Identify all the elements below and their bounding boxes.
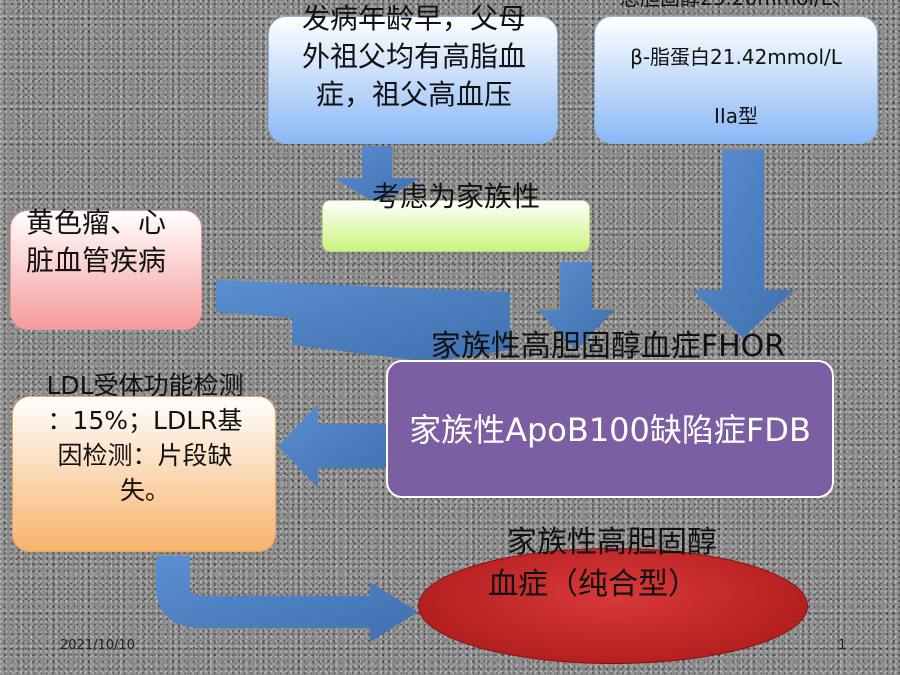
- fdb-box: [386, 360, 834, 498]
- homozygous-line-2: 血症（纯合型）: [488, 567, 698, 602]
- homozygous-line-1: 家族性高胆固醇: [507, 525, 717, 560]
- lab-beta-lipoprotein: β-脂蛋白21.42mmol/L: [630, 45, 842, 69]
- family-history-box: [268, 16, 558, 144]
- arrow-fdb-to-ldl: [278, 404, 390, 488]
- footer-page-number: 1: [838, 638, 847, 653]
- xanthoma-line: 黄色瘤、心: [26, 206, 167, 239]
- lab-results-box: [594, 16, 878, 144]
- arrow-ldl-to-homozygous: [156, 556, 418, 642]
- fdb-label: 家族性ApoB100缺陷症FDB: [409, 411, 811, 449]
- xanthoma-text: 黄色瘤、心 脏血管疾病: [26, 204, 194, 280]
- arrow-xanthoma-to-fhor: [216, 280, 510, 362]
- arrow-family-to-fhor: [538, 262, 614, 350]
- family-history-line: 发病年龄早，父母: [301, 2, 526, 35]
- ldl-line: ：15%；LDLR基: [47, 406, 243, 435]
- xanthoma-line: 脏血管疾病: [26, 244, 167, 277]
- xanthoma-box: [10, 210, 202, 330]
- family-history-line: 症，祖父高血压: [315, 78, 512, 111]
- ldl-receptor-box: [12, 396, 276, 552]
- ldl-line: 因检测：片段缺: [57, 441, 233, 470]
- ldl-line: LDL受体功能检测: [46, 371, 244, 400]
- arrow-history-to-family: [334, 146, 420, 204]
- familial-consideration-label: 考虑为家族性: [371, 180, 540, 213]
- family-history-text: 发病年龄早，父母 外祖父均有高脂血 症，祖父高血压: [276, 0, 552, 114]
- homozygous-ellipse: [418, 548, 808, 664]
- family-history-line: 外祖父均有高脂血: [301, 40, 526, 73]
- arrow-lab-to-fhor: [692, 150, 794, 338]
- footer-date: 2021/10/10: [60, 638, 135, 653]
- familial-consideration-box: [322, 200, 590, 252]
- lab-type: IIa型: [713, 104, 759, 128]
- ldl-line: 失。: [119, 476, 170, 505]
- ldl-receptor-text: LDL受体功能检测 ：15%；LDLR基 因检测：片段缺 失。: [14, 368, 276, 508]
- lab-total-cholesterol: 总胆固醇25.20mmol/L、: [594, 0, 878, 12]
- fhor-label: 家族性高胆固醇血症FHOR: [430, 329, 786, 364]
